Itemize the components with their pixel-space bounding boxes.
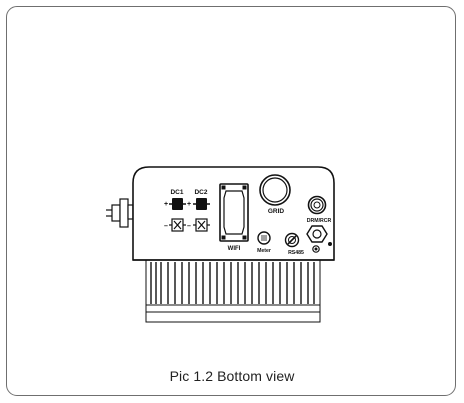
meter-label: Meter bbox=[257, 248, 271, 254]
rs485-label: RS485 bbox=[288, 250, 304, 256]
plus-label-2: + bbox=[187, 201, 191, 208]
wifi-cover-plate: WIFI bbox=[219, 183, 249, 252]
small-port-center bbox=[314, 247, 318, 251]
hex-nut bbox=[306, 225, 328, 243]
dc-minus-connectors: – – bbox=[164, 218, 210, 232]
grid-label: GRID bbox=[268, 208, 285, 215]
rs485-port: RS485 bbox=[284, 232, 304, 256]
meter-port: Meter bbox=[257, 231, 271, 254]
wifi-label: WIFI bbox=[228, 246, 241, 252]
status-dot bbox=[328, 242, 332, 246]
minus-label-2: – bbox=[187, 223, 191, 230]
drm-rcr-label: DRM/RCR bbox=[307, 218, 332, 224]
dc2-plus-connector bbox=[196, 198, 207, 210]
dc2-label: DC2 bbox=[194, 189, 207, 196]
figure-caption: Pic 1.2 Bottom view bbox=[169, 368, 295, 384]
dc-plus-connectors: DC1 DC2 + + bbox=[164, 189, 210, 210]
dc1-label: DC1 bbox=[170, 189, 183, 196]
minus-label-1: – bbox=[164, 223, 168, 230]
drm-rcr-port: DRM/RCR bbox=[307, 195, 332, 224]
grid-port: GRID bbox=[259, 174, 291, 215]
plus-label-1: + bbox=[164, 201, 168, 208]
dc1-plus-connector bbox=[172, 198, 183, 210]
side-bracket bbox=[106, 198, 134, 228]
heat-sink bbox=[145, 259, 321, 323]
